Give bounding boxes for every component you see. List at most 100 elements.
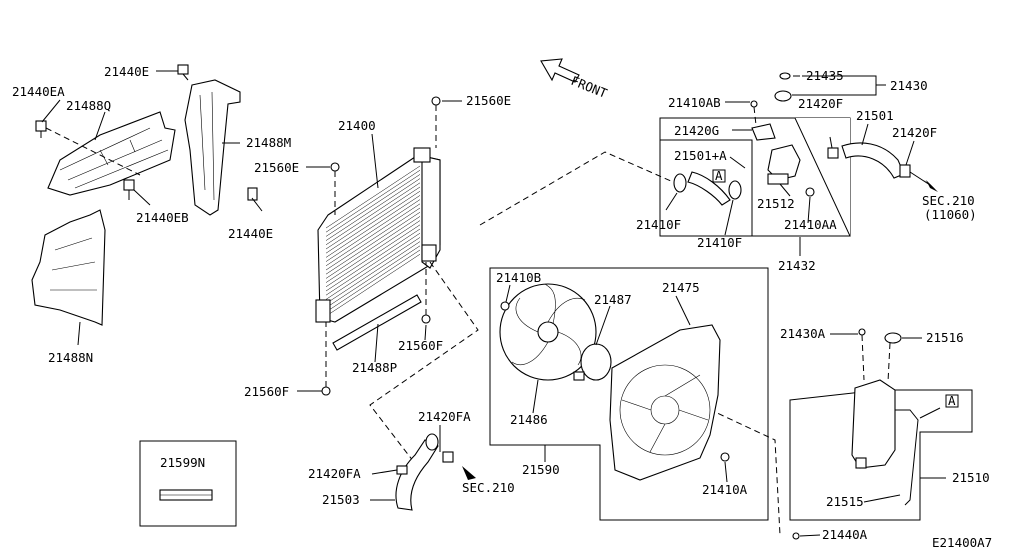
air-guide-side-21488M [184,79,241,216]
bolt-21440A [792,532,800,540]
clamp-21420F-b [899,164,931,186]
radiator-fin [325,169,421,233]
radiator-fin [325,178,421,241]
air-guide-upper-21488Q [47,111,176,196]
fan-21486 [499,283,597,381]
leader-21440EA [45,127,141,176]
air-guide-lower-21488N [31,209,106,326]
radiator-fin [325,190,421,254]
label-21516: 21516 [926,330,964,345]
label-21510: 21510 [952,470,990,485]
leader-radiator-lower-hose [369,261,479,471]
label-front: FRONT [569,73,610,101]
marker-A-upper [712,169,726,183]
cap-21430 [774,90,792,102]
sec210-arrow-upper [924,180,938,192]
label-21440E-top: 21440E [104,64,149,79]
radiator-fin [325,199,421,262]
bolt-21440E-bottom [247,187,258,201]
radiator-fin [325,203,421,267]
label-21512: 21512 [757,196,795,211]
label-21487: 21487 [594,292,632,307]
label-21486: 21486 [510,412,548,427]
fan-shroud-21475 [609,324,721,481]
label-21410AA: 21410AA [784,217,837,232]
label-21410B: 21410B [496,270,541,285]
label-21420FA-a: 21420FA [308,466,361,481]
leader-radiator-upper-hose [479,151,681,226]
hose-21503 [395,433,439,511]
clamp-21410F-b [728,180,742,200]
label-21440EA: 21440EA [12,84,65,99]
bolt-21440EA [35,120,47,138]
reservoir-tank [851,379,896,469]
hose-21501 [841,142,905,179]
radiator-fin [325,228,421,292]
label-21432: 21432 [778,258,816,273]
radiator-fin [325,182,421,246]
label-21590: 21590 [522,462,560,477]
label-21488Q: 21488Q [66,98,111,113]
label-21420FA-b: 21420FA [418,409,471,424]
front-arrow-icon [540,58,580,83]
radiator-fin [325,237,421,300]
label-sec210-11060: (11060) [924,207,977,222]
seal-strip-21488P [332,294,422,351]
bolt-21410A [720,452,730,462]
grommet-21560F-mid [421,262,431,324]
label-21430: 21430 [890,78,928,93]
label-21410A: 21410A [702,482,748,497]
label-21560F-mid: 21560F [398,338,443,353]
radiator-21400 [315,147,441,323]
leader-21440A [699,404,781,536]
label-sec210-lower: SEC.210 [462,480,515,495]
bolt-21410AA [805,187,815,197]
label-21503: 21503 [322,492,360,507]
label-21560E-left: 21560E [254,160,299,175]
marker-A-lower [945,394,959,408]
hose-21501A [687,171,731,206]
radiator-fin [325,216,421,279]
radiator-fin [325,174,421,237]
label-21435: 21435 [806,68,844,83]
label-21560E-top: 21560E [466,93,511,108]
grommet-21560E-left [330,162,340,215]
clip-21440EB [123,179,135,200]
clamp-21420FA-a [396,465,408,475]
label-21515: 21515 [826,494,864,509]
clamp-21410F-a [673,173,687,193]
label-21501: 21501 [856,108,894,123]
bolt-21410B [500,301,510,311]
radiator-fin [325,241,421,304]
sec210-arrow-lower [462,466,476,480]
radiator-fin [325,253,421,317]
box-21590 [489,267,769,521]
bolt-21410AB [750,100,758,126]
label-21488N: 21488N [48,350,93,365]
radiator-fin [325,165,421,229]
radiator-fin [325,249,421,313]
clamp-21420F-a [827,147,839,159]
label-21400: 21400 [338,118,376,133]
label-21410AB: 21410AB [668,95,721,110]
radiator-fin [325,195,421,258]
label-21440EB: 21440EB [136,210,189,225]
label-21420G: 21420G [674,123,719,138]
label-ref-code: E21400A7 [932,535,992,550]
label-21430A: 21430A [780,326,826,341]
label-21440E-bottom: 21440E [228,226,273,241]
grommet-21560E-top [431,96,441,148]
label-sec210-upper: SEC.210 [922,193,975,208]
label-21488P: 21488P [352,360,397,375]
radiator-fin [325,211,421,275]
label-21410F-b: 21410F [697,235,742,250]
bracket-21420G [751,123,776,141]
bolt-21430A [858,328,866,381]
marker-A-lower-text: A [948,393,956,408]
label-21599N: 21599N [160,455,205,470]
radiator-fin [325,224,421,288]
leader-lines [41,70,946,537]
label-21420F-b: 21420F [892,125,937,140]
hose-21515 [895,407,941,506]
cap-21516 [884,332,902,383]
